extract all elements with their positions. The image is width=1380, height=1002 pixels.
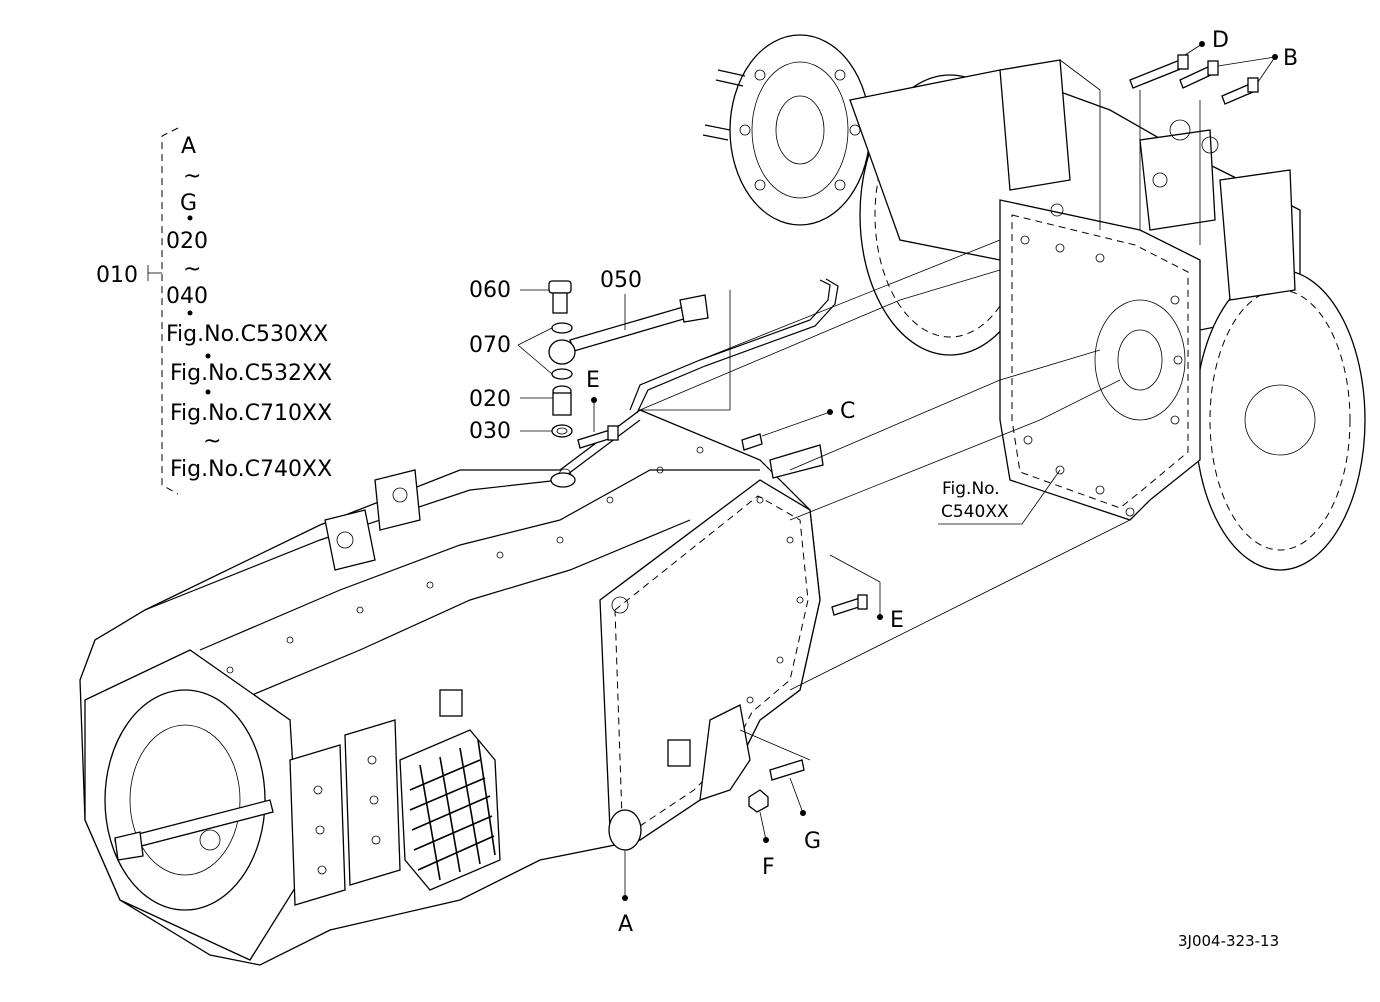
rear-axle-assembly <box>702 34 1366 571</box>
callout-a: A <box>618 912 633 937</box>
callout-030: 030 <box>469 419 511 444</box>
port-boss <box>550 472 576 488</box>
bracket-ref-010: 010 <box>96 263 138 288</box>
alignment-leaders <box>639 59 1201 761</box>
bracket-line-10: ~ <box>203 429 221 454</box>
callout-e-right: E <box>890 608 904 633</box>
bracket-line-3: G <box>180 191 197 216</box>
callouts: 060 050 070 020 030 E C E D B A <box>469 28 1298 937</box>
callout-g: G <box>804 829 821 854</box>
part-group-bracket: 010 A ~ G 020 ~ 040 Fig.No.C530XX Fig.No… <box>96 127 332 495</box>
callout-e-top: E <box>586 368 600 393</box>
bracket-line-4: 020 <box>166 229 208 254</box>
hydraulic-pipe-050 <box>569 278 839 414</box>
callout-050: 050 <box>600 268 642 293</box>
o-ring-030 <box>551 424 573 438</box>
callout-020: 020 <box>469 387 511 412</box>
bracket-line-8: Fig.No.C532XX <box>170 361 332 386</box>
transmission-case <box>79 409 824 966</box>
callout-c: C <box>840 399 855 424</box>
bracket-line-6: 040 <box>166 284 208 309</box>
callout-f: F <box>762 855 775 880</box>
callout-060: 060 <box>469 278 511 303</box>
washers-070 <box>548 322 576 380</box>
figure-reference-c540xx: Fig.No. C540XX <box>938 469 1061 525</box>
callout-b: B <box>1283 46 1298 71</box>
bracket-line-7: Fig.No.C530XX <box>166 322 328 347</box>
bracket-line-1: A <box>181 134 196 159</box>
bracket-line-9: Fig.No.C710XX <box>170 401 332 426</box>
callout-070: 070 <box>469 333 511 358</box>
bracket-line-2: ~ <box>183 164 201 189</box>
bracket-line-5: ~ <box>183 257 201 282</box>
bolts <box>577 54 1259 813</box>
figref-line1: Fig.No. <box>942 479 1000 499</box>
banjo-bolt-060 <box>548 280 572 314</box>
drawing-code: 3J004-323-13 <box>1178 932 1279 950</box>
callout-d: D <box>1212 28 1229 53</box>
figref-line2: C540XX <box>941 502 1009 522</box>
bracket-line-11: Fig.No.C740XX <box>170 457 332 482</box>
adapter-020 <box>552 385 572 416</box>
